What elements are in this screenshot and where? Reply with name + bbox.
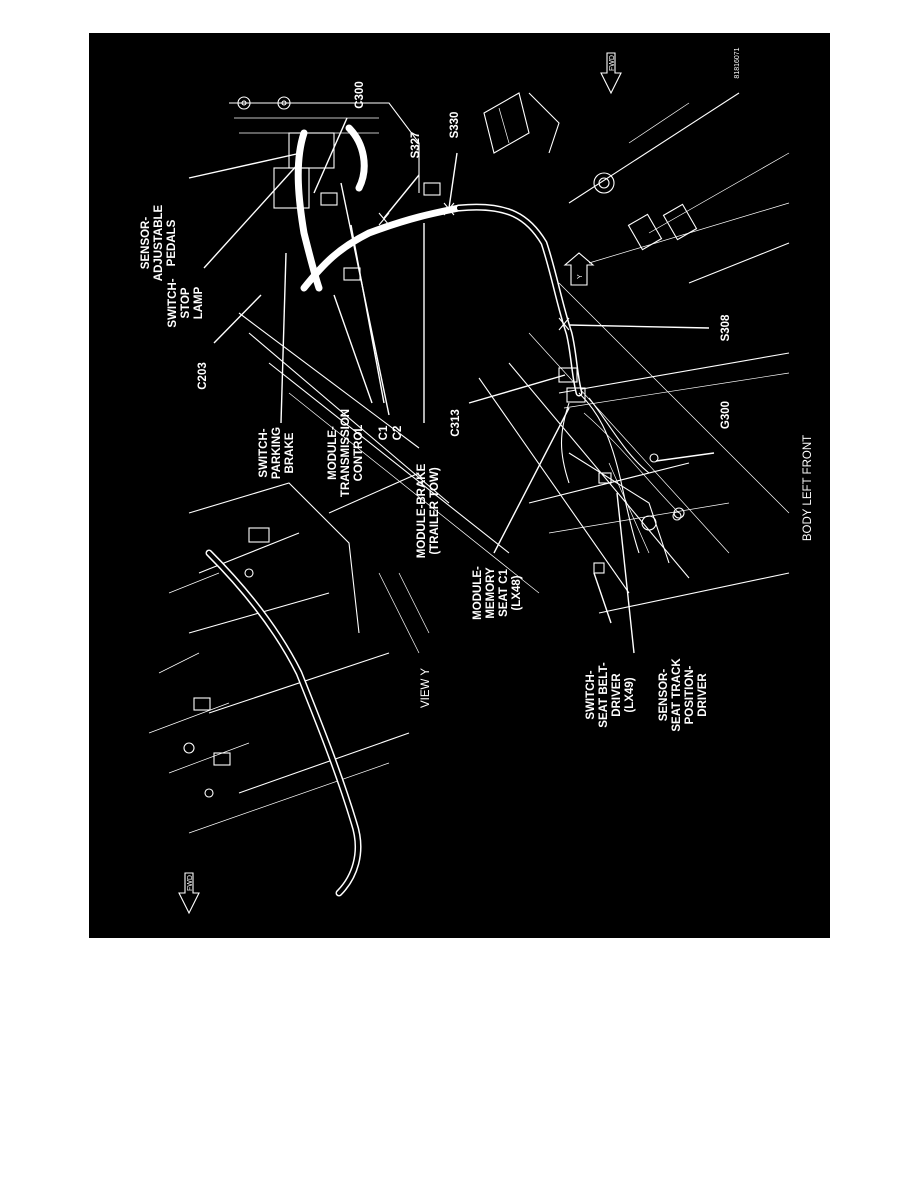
svg-text:(LX48): (LX48)	[511, 575, 523, 610]
front-arrow-upper: FWD	[600, 52, 622, 95]
svg-text:CONTROL: CONTROL	[353, 425, 365, 482]
label-switch-stop-lamp: SWITCH- STOP LAMP	[167, 278, 205, 327]
label-c300: C300	[354, 81, 366, 109]
label-c1: C1	[378, 425, 390, 440]
label-module-transmission-control: MODULE- TRANSMISSION CONTROL	[327, 409, 365, 497]
svg-text:SWITCH-: SWITCH-	[585, 670, 597, 719]
label-view-y: VIEW Y	[420, 668, 432, 708]
svg-text:SEAT BELT-: SEAT BELT-	[598, 662, 610, 728]
view-y-marker: Y	[563, 252, 595, 286]
leader-lines	[188, 117, 715, 654]
svg-text:STOP: STOP	[180, 287, 192, 318]
svg-text:ADJUSTABLE: ADJUSTABLE	[153, 204, 165, 281]
svg-text:SEAT C1: SEAT C1	[498, 569, 510, 617]
svg-text:MODULE-: MODULE-	[472, 566, 484, 620]
svg-text:TRANSMISSION: TRANSMISSION	[340, 409, 352, 497]
diagram-caption: BODY LEFT FRONT	[802, 435, 814, 541]
svg-text:BRAKE: BRAKE	[284, 432, 296, 473]
label-switch-parking-brake: SWITCH- PARKING BRAKE	[258, 427, 296, 479]
svg-text:FWD: FWD	[187, 875, 194, 891]
svg-text:C2: C2	[392, 426, 404, 441]
svg-text:C300: C300	[354, 81, 366, 109]
svg-text:PARKING: PARKING	[271, 427, 283, 479]
svg-text:(LX49): (LX49)	[624, 677, 636, 712]
svg-text:SENSOR-: SENSOR-	[658, 669, 670, 722]
vehicle-body-linework	[229, 92, 790, 614]
label-switch-seat-belt-driver: SWITCH- SEAT BELT- DRIVER (LX49)	[585, 662, 636, 728]
label-c2: C2	[392, 426, 404, 441]
svg-text:VIEW Y: VIEW Y	[420, 668, 432, 708]
label-s308: S308	[720, 314, 732, 341]
svg-text:S330: S330	[449, 112, 461, 139]
svg-text:PEDALS: PEDALS	[166, 219, 178, 266]
svg-text:Y: Y	[577, 274, 584, 279]
label-module-memory-seat: MODULE- MEMORY SEAT C1 (LX48)	[472, 566, 523, 620]
svg-text:BODY LEFT FRONT: BODY LEFT FRONT	[802, 435, 814, 541]
svg-text:MEMORY: MEMORY	[485, 567, 497, 619]
label-s327: S327	[410, 132, 422, 159]
svg-text:81816071: 81816071	[734, 47, 741, 78]
svg-text:C203: C203	[197, 362, 209, 390]
label-c313: C313	[450, 409, 462, 437]
svg-text:(TRAILER TOW): (TRAILER TOW)	[429, 467, 441, 554]
wiring-harness	[294, 124, 682, 574]
svg-text:S308: S308	[720, 314, 732, 341]
wiring-diagram: FWD FWD Y SENSOR- ADJUSTABLE PEDALS SW	[140, 47, 814, 915]
svg-text:MODULE-: MODULE-	[327, 426, 339, 480]
label-g300: G300	[720, 401, 732, 429]
svg-text:S327: S327	[410, 132, 422, 159]
svg-text:DRIVER: DRIVER	[611, 673, 623, 717]
svg-text:DRIVER: DRIVER	[697, 673, 709, 717]
view-y-inset	[148, 472, 430, 897]
svg-text:G300: G300	[720, 401, 732, 429]
label-sensor-seat-track-position: SENSOR- SEAT TRACK POSITION- DRIVER	[658, 658, 709, 732]
svg-text:MODULE-BRAKE: MODULE-BRAKE	[416, 463, 428, 558]
label-sensor-adjustable-pedals: SENSOR- ADJUSTABLE PEDALS	[140, 204, 178, 281]
svg-text:POSITION-: POSITION-	[684, 665, 696, 724]
diagram-panel: FWD FWD Y SENSOR- ADJUSTABLE PEDALS SW	[89, 33, 830, 938]
svg-text:SWITCH-: SWITCH-	[167, 278, 179, 327]
label-module-brake-trailer-tow: MODULE-BRAKE (TRAILER TOW)	[416, 463, 441, 558]
figure-id: 81816071	[734, 47, 741, 78]
svg-text:LAMP: LAMP	[193, 286, 205, 319]
front-arrow-lower: FWD	[178, 872, 200, 915]
svg-text:FWD: FWD	[609, 55, 616, 71]
svg-text:C313: C313	[450, 409, 462, 437]
svg-text:C1: C1	[378, 425, 390, 440]
svg-text:SEAT TRACK: SEAT TRACK	[671, 658, 683, 732]
label-c203: C203	[197, 362, 209, 390]
label-s330: S330	[449, 112, 461, 139]
svg-text:SENSOR-: SENSOR-	[140, 217, 152, 270]
svg-text:SWITCH-: SWITCH-	[258, 428, 270, 477]
